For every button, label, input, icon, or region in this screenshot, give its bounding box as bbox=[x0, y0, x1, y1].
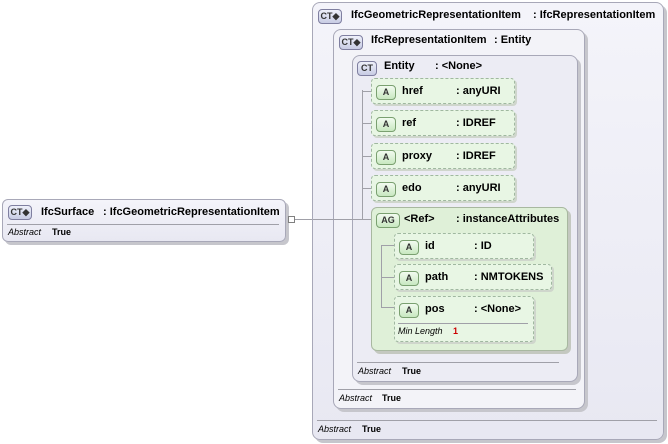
complex-type-icon: CT bbox=[357, 61, 377, 76]
type-name: IfcGeometricRepresentationItem bbox=[351, 9, 521, 21]
attribute-path[interactable]: A path : NMTOKENS bbox=[394, 264, 552, 290]
attribute-type: : IDREF bbox=[456, 117, 496, 129]
abstract-value: True bbox=[52, 227, 72, 237]
tree-line bbox=[362, 156, 372, 157]
abstract-value: True bbox=[382, 393, 402, 403]
attribute-name: proxy bbox=[402, 150, 432, 162]
attribute-group-icon: AG bbox=[376, 213, 400, 228]
attribute-edo[interactable]: A edo : anyURI bbox=[371, 175, 515, 201]
attribute-icon: A bbox=[399, 240, 419, 255]
attribute-icon: A bbox=[376, 85, 396, 100]
abstract-label: Abstract bbox=[318, 424, 352, 434]
attribute-pos[interactable]: A pos : <None> Min Length 1 bbox=[394, 296, 534, 342]
complex-type-icon: CT◆ bbox=[339, 35, 363, 50]
abstract-label: Abstract bbox=[339, 393, 373, 403]
attribute-icon: A bbox=[399, 303, 419, 318]
type-name: IfcRepresentationItem bbox=[371, 34, 487, 46]
divider bbox=[398, 323, 528, 324]
attribute-type: : <None> bbox=[474, 303, 522, 315]
complex-type-icon: CT◆ bbox=[318, 9, 342, 24]
attribute-name: pos bbox=[425, 303, 445, 315]
abstract-value: True bbox=[362, 424, 382, 434]
connector-line bbox=[295, 219, 313, 220]
type-base: : IfcRepresentationItem bbox=[533, 9, 656, 21]
attribute-icon: A bbox=[376, 182, 396, 197]
attribute-ref[interactable]: A ref : IDREF bbox=[371, 110, 515, 136]
facet-value: 1 bbox=[453, 326, 459, 336]
tree-line bbox=[381, 277, 395, 278]
group-type: : instanceAttributes bbox=[456, 213, 560, 225]
abstract-value: True bbox=[402, 366, 422, 376]
facet-label: Min Length bbox=[398, 326, 443, 336]
attribute-name: id bbox=[425, 240, 435, 252]
tree-line bbox=[381, 245, 382, 307]
attribute-type: : ID bbox=[474, 240, 492, 252]
attribute-name: edo bbox=[402, 182, 422, 194]
attribute-icon: A bbox=[399, 271, 419, 286]
divider bbox=[7, 224, 279, 225]
attribute-name: ref bbox=[402, 117, 417, 129]
attribute-type: : anyURI bbox=[456, 182, 501, 194]
attribute-type: : IDREF bbox=[456, 150, 496, 162]
type-name: Entity bbox=[384, 60, 415, 72]
divider bbox=[357, 362, 559, 363]
abstract-label: Abstract bbox=[358, 366, 392, 376]
tree-line bbox=[381, 307, 395, 308]
attribute-type: : anyURI bbox=[456, 85, 501, 97]
attribute-icon: A bbox=[376, 150, 396, 165]
ifcsurface-type-box[interactable]: CT◆ IfcSurface : IfcGeometricRepresentat… bbox=[2, 199, 286, 242]
tree-line bbox=[381, 245, 395, 246]
tree-line bbox=[313, 219, 372, 220]
tree-line bbox=[362, 91, 372, 92]
attribute-type: : NMTOKENS bbox=[474, 271, 544, 283]
tree-line bbox=[362, 90, 363, 220]
attribute-proxy[interactable]: A proxy : IDREF bbox=[371, 143, 515, 169]
tree-line bbox=[362, 123, 372, 124]
attribute-name: path bbox=[425, 271, 449, 283]
tree-line bbox=[362, 188, 372, 189]
attribute-icon: A bbox=[376, 117, 396, 132]
divider bbox=[317, 420, 657, 421]
group-name: <Ref> bbox=[404, 213, 435, 225]
abstract-label: Abstract bbox=[8, 227, 42, 237]
type-base: : IfcGeometricRepresentationItem bbox=[103, 206, 280, 218]
divider bbox=[338, 389, 576, 390]
attribute-href[interactable]: A href : anyURI bbox=[371, 78, 515, 104]
expand-toggle[interactable] bbox=[288, 216, 295, 223]
attribute-name: href bbox=[402, 85, 423, 97]
attribute-id[interactable]: A id : ID bbox=[394, 233, 534, 259]
type-name: IfcSurface bbox=[41, 206, 95, 218]
complex-type-icon: CT◆ bbox=[8, 205, 32, 220]
type-base: : Entity bbox=[494, 34, 532, 46]
type-base: : <None> bbox=[435, 60, 483, 72]
